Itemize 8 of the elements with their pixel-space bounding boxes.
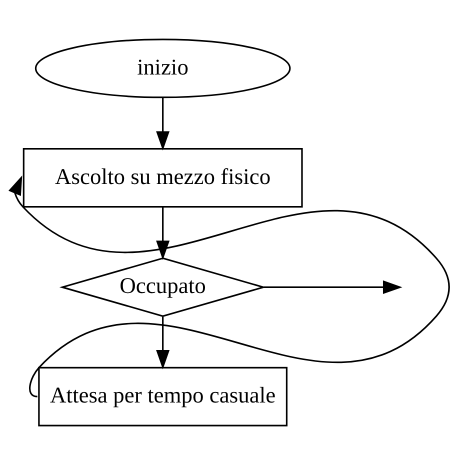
arrow <box>156 207 170 260</box>
node-ellipse: inizio <box>34 38 291 98</box>
node-box: Ascolto su mezzo fisico <box>22 148 303 208</box>
arrow <box>264 280 402 294</box>
arrow <box>156 98 170 151</box>
arrow <box>156 316 170 370</box>
node-box: Attesa per tempo casuale <box>38 366 288 426</box>
node-diamond: Occupato <box>59 257 266 317</box>
